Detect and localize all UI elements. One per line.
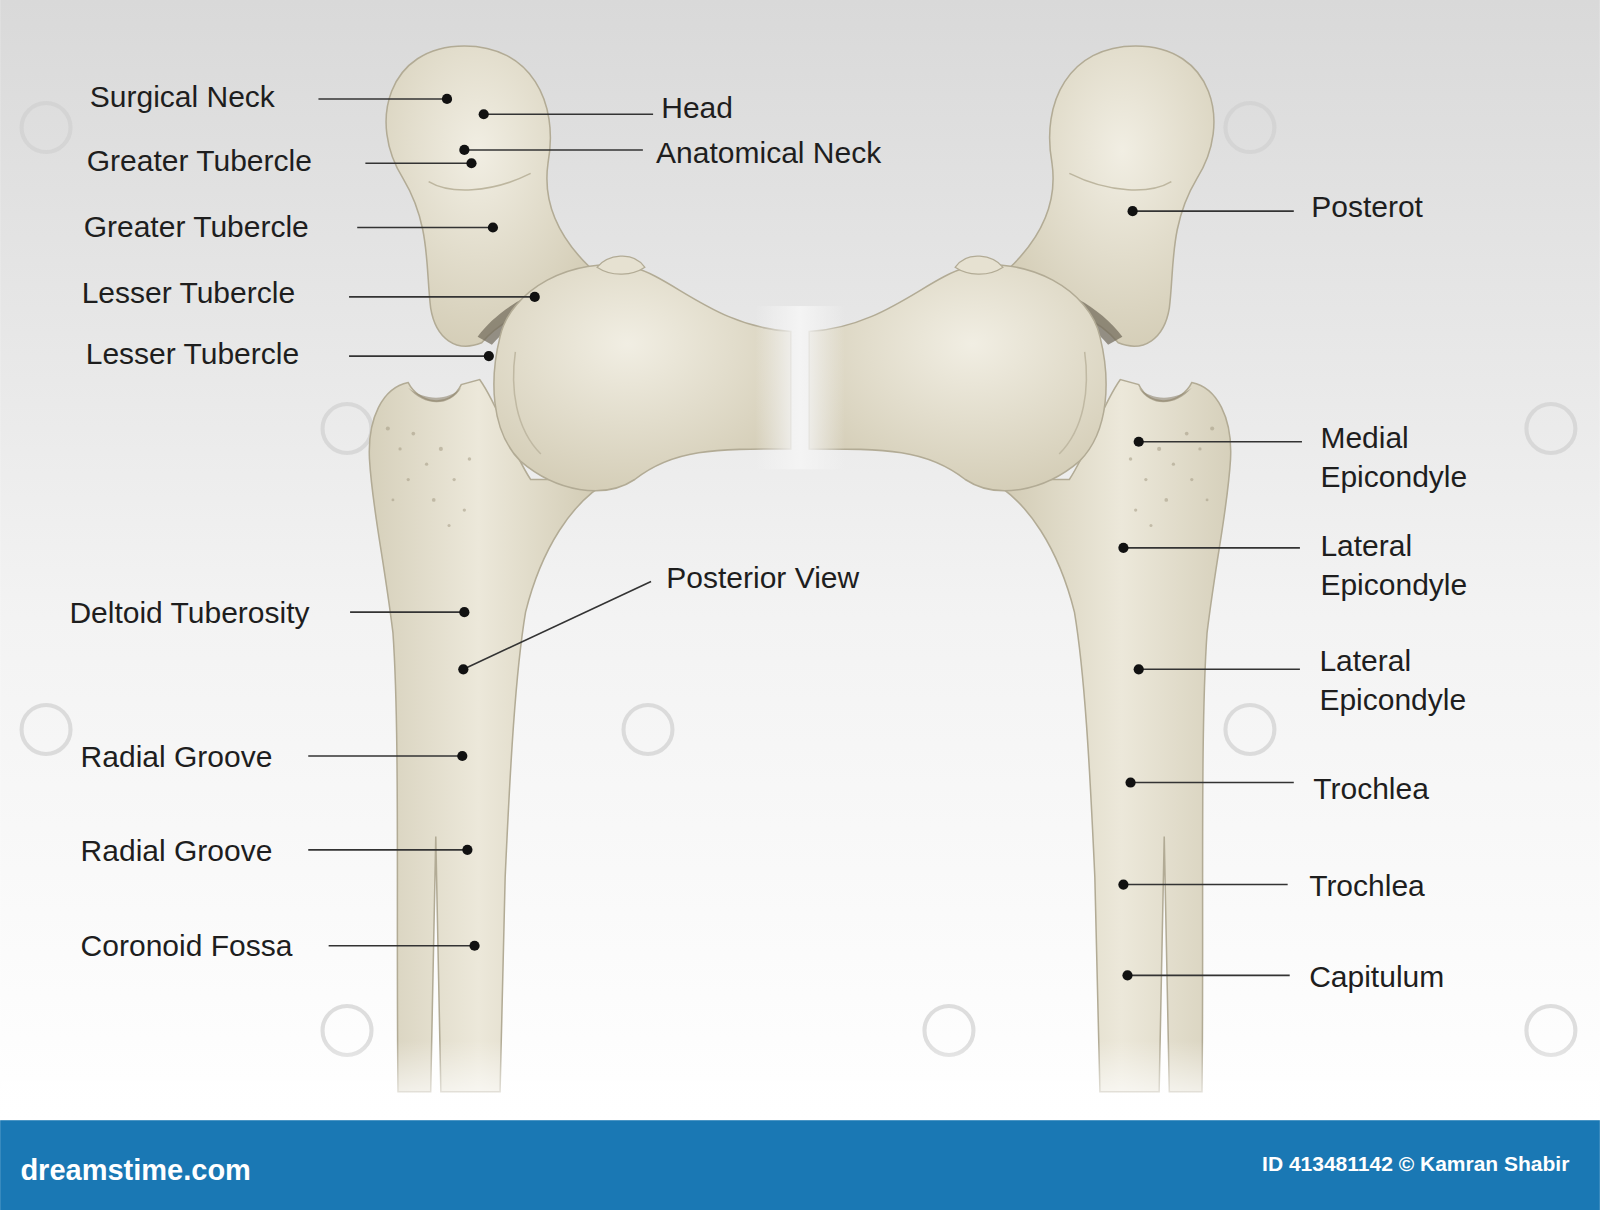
part-label: Medial Epicondyle (1320, 418, 1520, 496)
footer-text: dreamstime.com (20, 1153, 251, 1191)
part-label: Deltoid Tuberosity (69, 593, 309, 632)
part-label: Radial Groove (81, 831, 273, 870)
part-label: Radial Groove (81, 737, 273, 776)
part-label: Posterot (1311, 187, 1423, 226)
part-label: Lateral Epicondyle (1319, 641, 1519, 719)
leader-lines (308, 99, 1302, 975)
part-label: Head (661, 88, 733, 127)
part-label: Lesser Tubercle (86, 334, 299, 373)
part-label: Capitulum (1309, 956, 1444, 995)
part-label: Coronoid Fossa (81, 925, 293, 964)
leader-dots (442, 94, 1144, 981)
part-label: Lateral Epicondyle (1320, 526, 1520, 604)
part-label: Trochlea (1309, 865, 1425, 904)
part-label: Posterior View (666, 557, 859, 596)
part-label: Anatomical Neck (656, 133, 881, 172)
part-label: Surgical Neck (90, 76, 275, 115)
part-label: Greater Tubercle (84, 206, 309, 245)
footer-bar (0, 1120, 1600, 1210)
part-label: Trochlea (1313, 768, 1429, 807)
footer-text: ID 413481142 © Kamran Shabir (1262, 1151, 1569, 1178)
part-label: Lesser Tubercle (82, 272, 295, 311)
part-label: Greater Tubercle (87, 141, 312, 180)
